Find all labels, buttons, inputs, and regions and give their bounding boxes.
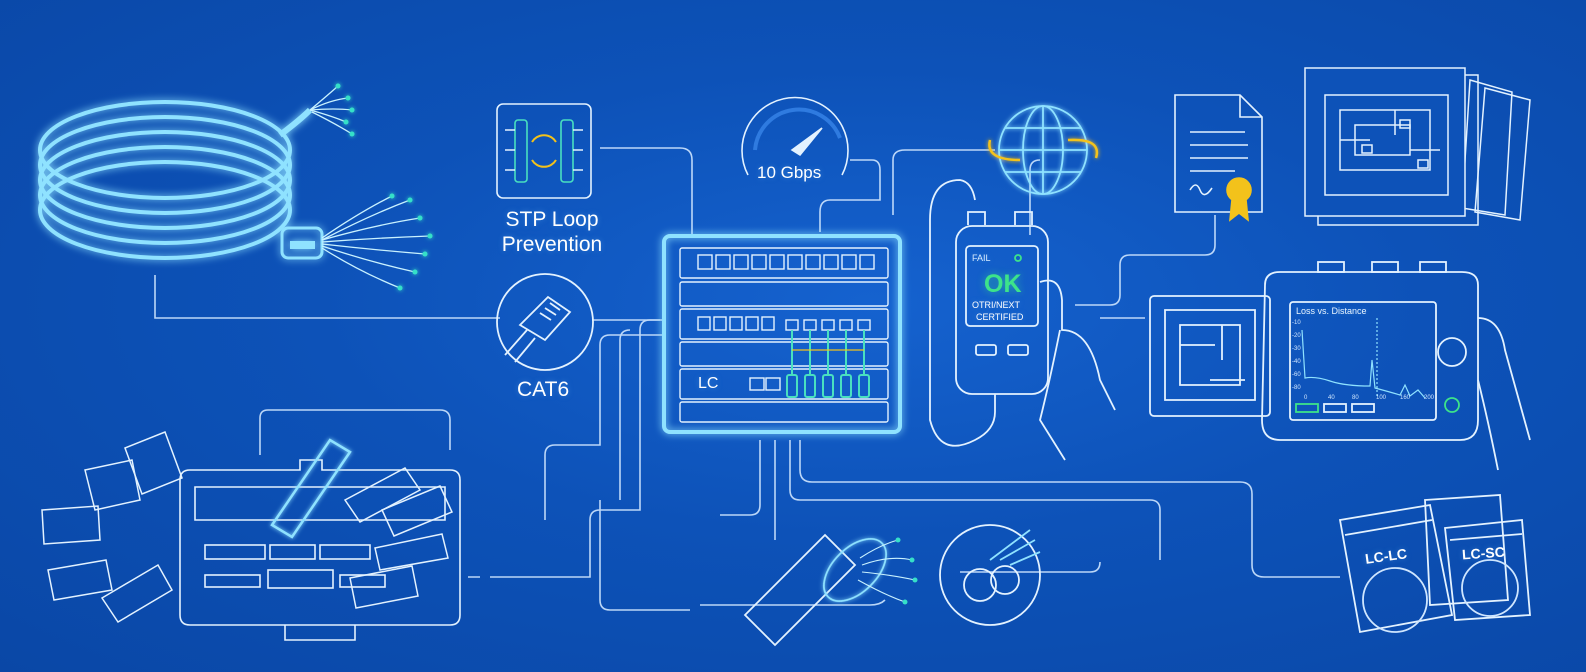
rack-patch-cords (786, 330, 870, 398)
fiber-strand-tips-bottom (321, 195, 431, 289)
cable-tester-icon (929, 179, 1116, 461)
otdr-trace (1301, 318, 1426, 399)
sfp-transceiver-case-icon (179, 459, 461, 641)
otdr-x-tick: 0 (1304, 395, 1308, 401)
otdr-device-icon (1149, 261, 1531, 471)
fiber-strand-tips-top (309, 85, 353, 135)
speedometer-icon (741, 96, 849, 176)
rack-ports-row-2 (697, 316, 871, 331)
speed-label: 10 Gbps (757, 163, 822, 182)
blueprint-stack-icon (1304, 67, 1531, 226)
stp-loop-prevention-label: STP Loop Prevention (501, 208, 603, 256)
network-rack-icon (662, 234, 902, 434)
otdr-y-tick: -80 (1292, 385, 1301, 391)
otdr-y-tick: -60 (1292, 372, 1301, 378)
patch-cable-package-icon (1338, 494, 1531, 634)
otdr-x-tick: 100 (1376, 395, 1387, 401)
tester-fail-label: FAIL (972, 253, 991, 263)
tester-cert-line-1: OTRI/NEXT (972, 300, 1021, 310)
otdr-x-tick: 160 (1400, 395, 1411, 401)
tester-ok-status: OK (984, 270, 1022, 298)
otdr-x-tick: 200 (1424, 395, 1435, 401)
fiber-bundle-icon (743, 533, 918, 647)
otdr-y-tick: -30 (1292, 346, 1301, 352)
rack-lc-label: LC (698, 375, 719, 392)
cat6-label: CAT6 (517, 378, 570, 401)
otdr-x-tick: 80 (1352, 395, 1359, 401)
globe-sync-icon (988, 105, 1099, 195)
rack-ports-row-1 (697, 254, 875, 270)
connector-lines (154, 147, 1340, 611)
certificate-icon (1174, 94, 1263, 222)
stp-switch-icon (496, 103, 592, 199)
tester-cert-line-2: CERTIFIED (976, 312, 1024, 322)
otdr-y-tick: -20 (1292, 333, 1301, 339)
patch-package-lc-sc-label: LC-SC (1461, 543, 1506, 563)
otdr-y-tick: -40 (1292, 359, 1301, 365)
rj45-connector-icon (496, 273, 594, 371)
otdr-y-tick: -10 (1292, 320, 1301, 326)
fiber-cross-section-icon (939, 524, 1041, 626)
coiled-fiber-cable-icon (38, 100, 324, 260)
fiber-tip-dots (335, 83, 433, 291)
otdr-chart-title: Loss vs. Distance (1296, 306, 1367, 316)
otdr-x-tick: 40 (1328, 395, 1335, 401)
sfp-modules (41, 431, 454, 624)
